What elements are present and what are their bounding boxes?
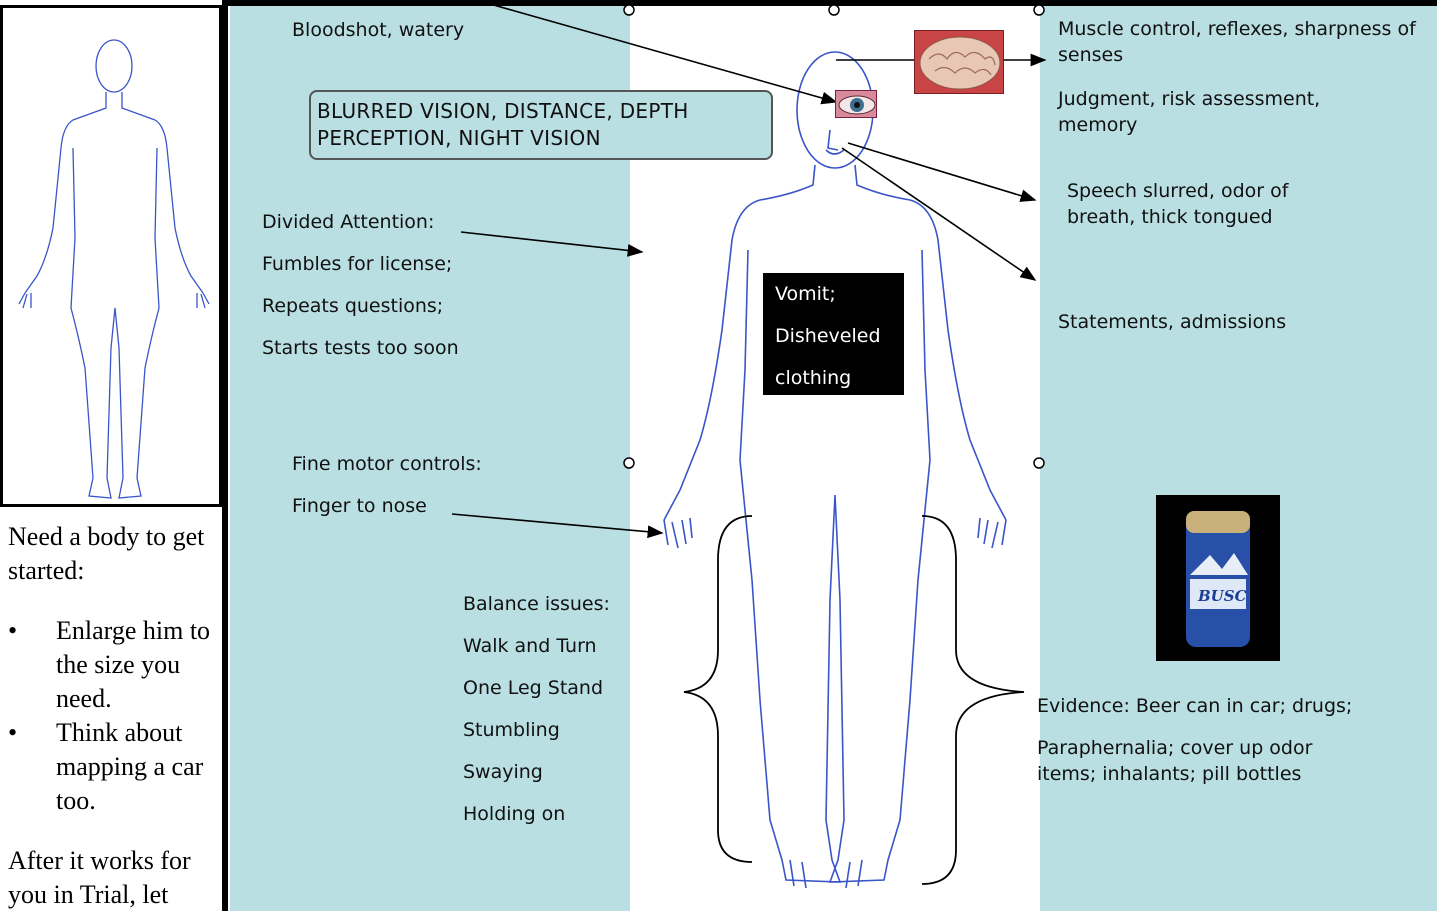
paraphernalia-label: Paraphernalia; cover up odor items; inha… — [1037, 735, 1367, 787]
right-brace — [922, 516, 1024, 884]
bloodshot-arrow — [490, 4, 836, 102]
balance-item: One Leg Stand — [463, 674, 610, 716]
balance-item: Walk and Turn — [463, 632, 610, 674]
balance-item: Holding on — [463, 800, 610, 842]
vomit-callout: Vomit; Disheveled clothing — [763, 273, 904, 395]
divided-attention-item: Starts tests too soon — [262, 334, 459, 376]
statements-label: Statements, admissions — [1058, 308, 1286, 336]
balance-item: Stumbling — [463, 716, 610, 758]
evidence-label: Evidence: Beer can in car; drugs; — [1037, 692, 1352, 720]
large-body-outline-icon — [664, 52, 1006, 888]
vomit-item: clothing — [775, 361, 892, 403]
statements-arrow — [842, 148, 1035, 280]
divided-attention-arrow — [461, 232, 642, 252]
eye-icon — [835, 90, 877, 118]
beer-can-icon: BUSC — [1156, 495, 1280, 661]
muscle-control-label: Muscle control, reflexes, sharpness of s… — [1058, 16, 1433, 68]
finger-to-nose-arrow — [452, 514, 662, 533]
vision-label: BLURRED VISION, DISTANCE, DEPTH PERCEPTI… — [317, 99, 689, 150]
balance-list: Balance issues: Walk and Turn One Leg St… — [463, 590, 610, 842]
divided-attention-item: Divided Attention: — [262, 208, 459, 250]
fine-motor-item: Fine motor controls: — [292, 450, 482, 492]
fine-motor-list: Fine motor controls: Finger to nose — [292, 450, 482, 534]
vomit-item: Disheveled — [775, 319, 892, 361]
left-brace — [684, 516, 752, 862]
beer-can-text: BUSC — [1197, 587, 1247, 605]
fine-motor-item: Finger to nose — [292, 492, 482, 534]
balance-item: Swaying — [463, 758, 610, 800]
divided-attention-item: Repeats questions; — [262, 292, 459, 334]
divided-attention-item: Fumbles for license; — [262, 250, 459, 292]
bloodshot-label: Bloodshot, watery — [292, 16, 464, 44]
vision-callout: BLURRED VISION, DISTANCE, DEPTH PERCEPTI… — [309, 90, 773, 160]
judgment-label: Judgment, risk assessment, memory — [1058, 86, 1398, 138]
brain-icon — [914, 30, 1004, 94]
divided-attention-list: Divided Attention: Fumbles for license; … — [262, 208, 459, 376]
balance-item: Balance issues: — [463, 590, 610, 632]
braces — [684, 516, 1024, 884]
speech-label: Speech slurred, odor of breath, thick to… — [1067, 178, 1307, 230]
vomit-item: Vomit; — [775, 277, 892, 319]
